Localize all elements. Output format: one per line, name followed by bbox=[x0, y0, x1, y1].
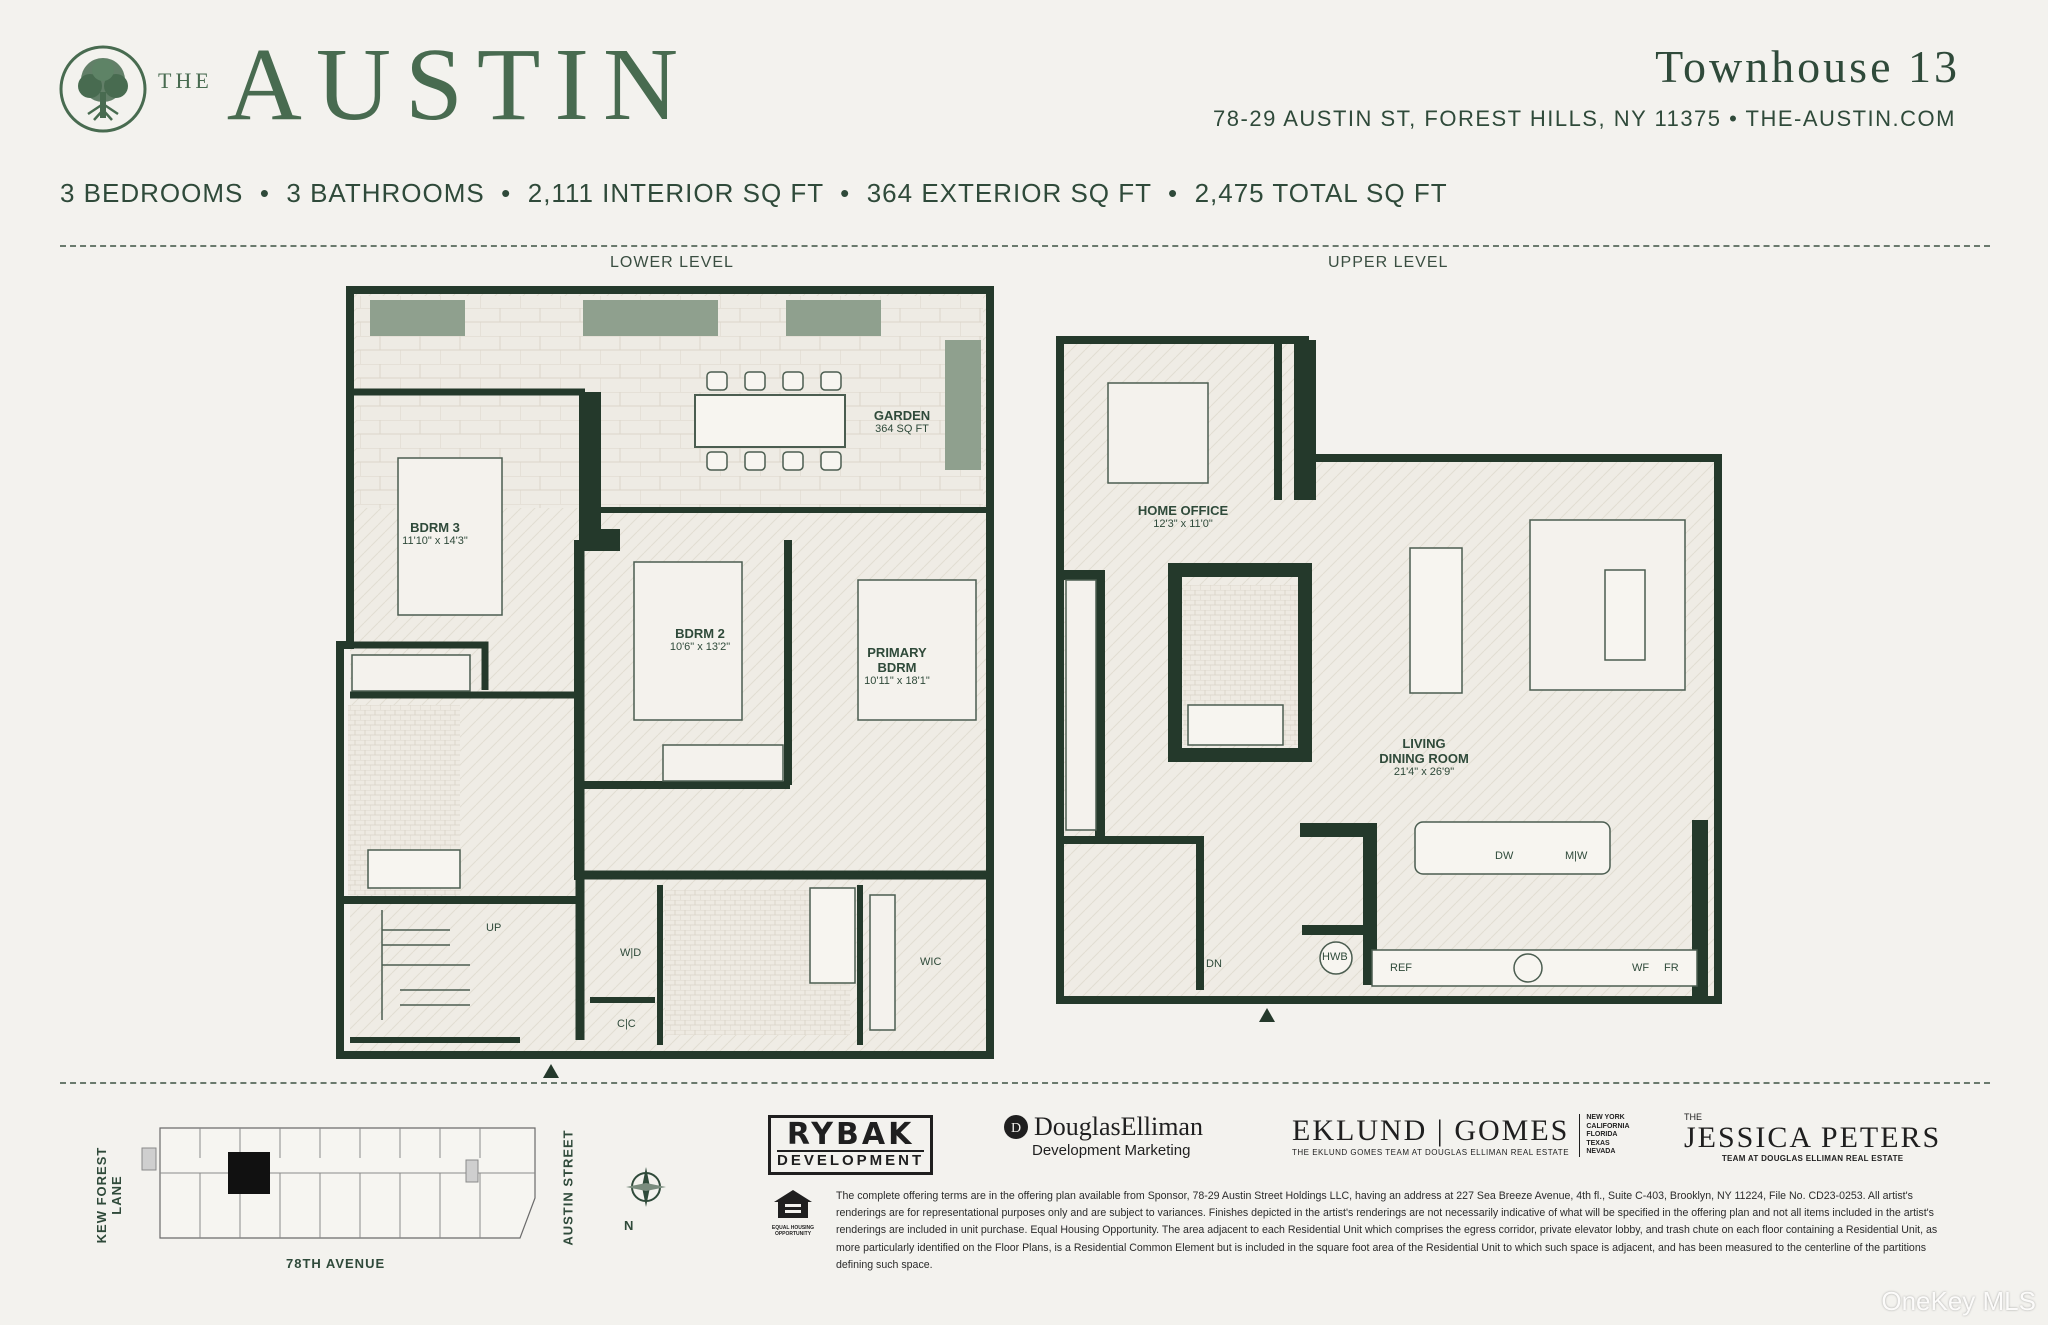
room-dim: 11'10" x 14'3" bbox=[402, 535, 468, 547]
austin-street-label: AUSTIN STREET bbox=[560, 1129, 576, 1246]
stat-separator: • bbox=[492, 178, 528, 208]
top-divider bbox=[60, 245, 1990, 247]
stat-bedrooms: 3 BEDROOMS bbox=[60, 178, 244, 208]
room-name: BDRM bbox=[877, 660, 917, 675]
room-dim: 12'3" x 11'0" bbox=[1153, 518, 1213, 530]
de-sub: Development Marketing bbox=[1032, 1142, 1191, 1159]
equal-housing-logo: EQUAL HOUSING OPPORTUNITY bbox=[768, 1188, 818, 1237]
eklund-sub: THE EKLUND GOMES TEAM AT DOUGLAS ELLIMAN… bbox=[1292, 1148, 1570, 1157]
stat-separator: • bbox=[831, 178, 867, 208]
jp-the: THE bbox=[1684, 1112, 1702, 1122]
stat-total: 2,475 TOTAL SQ FT bbox=[1194, 178, 1448, 208]
78th-avenue-label: 78TH AVENUE bbox=[286, 1256, 386, 1271]
garden-label: GARDEN 364 SQ FT bbox=[862, 408, 942, 435]
eho-line1: EQUAL HOUSING bbox=[771, 1225, 815, 1231]
room-name: HOME OFFICE bbox=[1137, 503, 1229, 518]
wd-label: W|D bbox=[620, 947, 642, 959]
dw-label: DW bbox=[1495, 850, 1514, 862]
wic-label: WIC bbox=[920, 956, 942, 968]
bdrm3-label: BDRM 3 11'10" x 14'3" bbox=[392, 520, 478, 547]
stat-bathrooms: 3 BATHROOMS bbox=[286, 178, 485, 208]
primary-bdrm-label: PRIMARY BDRM 10'11" x 18'1" bbox=[852, 645, 942, 687]
room-name: LIVING bbox=[1402, 736, 1446, 751]
room-name: BDRM 3 bbox=[410, 520, 460, 535]
dn-label: DN bbox=[1206, 958, 1222, 970]
stats-bar: 3 BEDROOMS • 3 BATHROOMS • 2,111 INTERIO… bbox=[60, 178, 1448, 209]
state-nv: NEVADA bbox=[1586, 1148, 1616, 1155]
upper-level-label: UPPER LEVEL bbox=[1328, 254, 1449, 271]
disclaimer: The complete offering terms are in the o… bbox=[836, 1190, 1938, 1271]
eklund-gomes-logo: EKLUND | GOMES THE EKLUND GOMES TEAM AT … bbox=[1292, 1114, 1630, 1157]
tree-logo-icon bbox=[59, 45, 147, 133]
up-label: UP bbox=[486, 922, 502, 934]
brand-name: AUSTIN bbox=[226, 27, 693, 142]
kew-forest-lane-label: KEW FOREST LANE bbox=[94, 1146, 124, 1244]
svg-text:D: D bbox=[1011, 1121, 1021, 1136]
brand-wordmark: THE AUSTIN bbox=[158, 27, 693, 142]
rybak-sub: DEVELOPMENT bbox=[777, 1150, 925, 1169]
room-name: PRIMARY bbox=[867, 645, 927, 660]
bdrm2-label: BDRM 2 10'6" x 13'2" bbox=[657, 626, 743, 653]
eklund-states: NEW YORK CALIFORNIA FLORIDA TEXAS NEVADA bbox=[1579, 1114, 1630, 1157]
state-tx: TEXAS bbox=[1586, 1139, 1610, 1147]
de-name: DouglasElliman bbox=[1034, 1112, 1203, 1141]
stat-separator: • bbox=[251, 178, 287, 208]
lower-level-label: LOWER LEVEL bbox=[610, 254, 734, 271]
bottom-divider bbox=[60, 1082, 1990, 1084]
room-name: GARDEN bbox=[873, 408, 931, 423]
cc-label: C|C bbox=[617, 1018, 636, 1030]
room-dim: 364 SQ FT bbox=[875, 423, 929, 435]
key-plan bbox=[141, 1127, 536, 1239]
rybak-name: RYBAK bbox=[786, 1117, 915, 1152]
room-dim: 21'4" x 26'9" bbox=[1393, 766, 1455, 778]
room-dim: 10'11" x 18'1" bbox=[864, 675, 930, 687]
address: 78-29 AUSTIN ST, FOREST HILLS, NY 11375 … bbox=[1213, 106, 1956, 131]
home-office-label: HOME OFFICE 12'3" x 11'0" bbox=[1120, 503, 1246, 530]
north-label: N bbox=[624, 1218, 635, 1233]
stat-exterior: 364 EXTERIOR SQ FT bbox=[866, 178, 1152, 208]
brand-logo bbox=[58, 44, 148, 139]
brand-the: THE bbox=[158, 68, 213, 93]
fr-label: FR bbox=[1664, 962, 1679, 974]
jp-sub: TEAM AT DOUGLAS ELLIMAN REAL ESTATE bbox=[1721, 1154, 1904, 1163]
lower-level-plan bbox=[336, 286, 1190, 1059]
room-name: DINING ROOM bbox=[1379, 751, 1469, 766]
mw-label: M|W bbox=[1565, 850, 1588, 862]
jp-name: JESSICA PETERS bbox=[1684, 1121, 1942, 1154]
stat-interior: 2,111 INTERIOR SQ FT bbox=[527, 178, 824, 208]
upper-level-plan bbox=[1056, 336, 1722, 1004]
state-fl: FLORIDA bbox=[1586, 1131, 1618, 1138]
eklund-name: EKLUND | GOMES bbox=[1292, 1114, 1570, 1147]
stat-separator: • bbox=[1159, 178, 1195, 208]
de-monogram-icon: D bbox=[1004, 1115, 1028, 1139]
living-dining-label: LIVING DINING ROOM 21'4" x 26'9" bbox=[1366, 736, 1482, 778]
wf-label: WF bbox=[1632, 962, 1650, 974]
unit-title: Townhouse 13 bbox=[1655, 41, 1960, 92]
compass-icon bbox=[626, 1167, 666, 1207]
room-dim: 10'6" x 13'2" bbox=[669, 641, 731, 653]
equal-housing-icon bbox=[774, 1190, 812, 1218]
eho-line2: OPPORTUNITY bbox=[774, 1231, 812, 1237]
unit-highlight bbox=[228, 1152, 270, 1194]
ref-label: REF bbox=[1390, 962, 1412, 974]
hwb-label: HWB bbox=[1322, 951, 1348, 963]
state-ny: NEW YORK bbox=[1586, 1114, 1625, 1121]
state-ca: CALIFORNIA bbox=[1586, 1122, 1630, 1130]
rybak-logo: RYBAK DEVELOPMENT bbox=[768, 1115, 934, 1175]
jessica-peters-logo: THE JESSICA PETERS TEAM AT DOUGLAS ELLIM… bbox=[1684, 1112, 1941, 1163]
watermark: OneKey MLS bbox=[1881, 1286, 2036, 1316]
douglas-elliman-logo: D DouglasElliman Development Marketing bbox=[1002, 1112, 1203, 1159]
room-name: BDRM 2 bbox=[675, 626, 725, 641]
